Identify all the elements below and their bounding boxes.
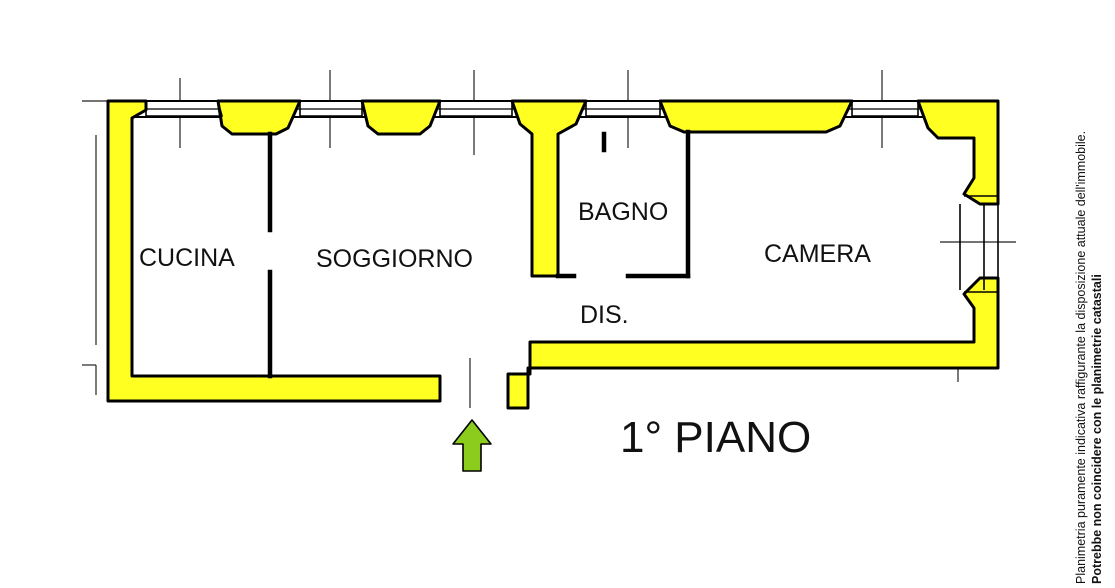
room-label-bagno: BAGNO [578, 198, 668, 226]
disclaimer-line-2: Potrebbe non coincidere con le planimetr… [1090, 274, 1104, 584]
wall-right-lower [506, 276, 1000, 410]
walls [106, 99, 1000, 410]
room-label-dis: DIS. [580, 301, 629, 329]
windows [145, 100, 919, 117]
partitions [267, 129, 691, 379]
room-label-camera: CAMERA [764, 240, 871, 268]
wall-partition-t [510, 99, 588, 278]
window-right [959, 195, 999, 293]
arrow-up-icon [452, 419, 492, 472]
floor-label: 1° PIANO [620, 413, 811, 462]
disclaimer-line-1: Planimetria puramente indicativa raffigu… [1074, 131, 1088, 584]
wall-pier-2 [360, 99, 442, 136]
room-label-cucina: CUCINA [139, 244, 235, 272]
wall-right-upper [916, 99, 1000, 206]
disclaimer: Planimetria puramente indicativa raffigu… [1074, 131, 1104, 584]
wall-pier-1 [216, 99, 302, 136]
room-label-soggiorno: SOGGIORNO [316, 245, 473, 273]
wall-top-camera [658, 99, 854, 134]
